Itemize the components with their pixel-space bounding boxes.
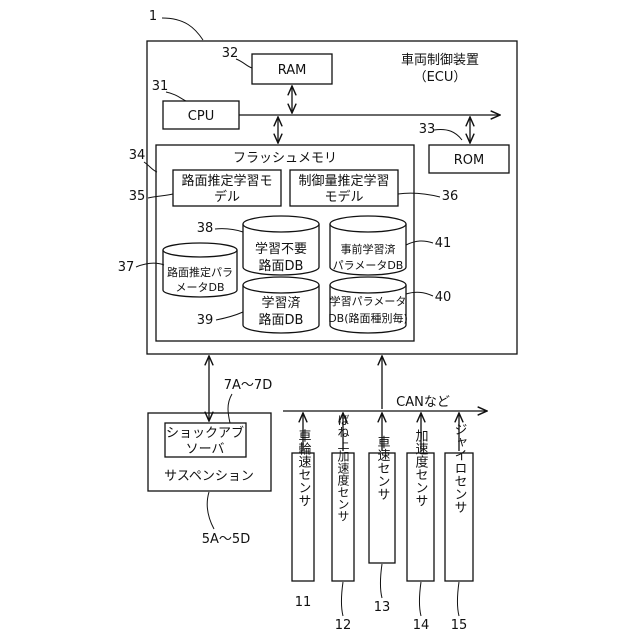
learned-db-label-2: 路面DB xyxy=(259,312,304,328)
sensor-sprung-acceleration: ばね上加速度センサ 12 xyxy=(332,413,354,633)
gyro-sensor-label: ジャイロセンサ xyxy=(452,423,468,514)
wheel-speed-sensor-label: 車輪速センサ xyxy=(296,429,312,507)
ref-accel-sensor: 14 xyxy=(413,618,430,633)
ecu-title-abbrev: （ECU） xyxy=(414,70,467,85)
sensor-acceleration: 加速度センサ 14 xyxy=(407,413,434,633)
suspension-label: サスペンション xyxy=(164,469,254,484)
ref-wheel-speed-sensor: 11 xyxy=(295,595,312,610)
ref-shock-absorber: 7A～7D xyxy=(224,378,272,393)
ref-rom: 33 xyxy=(419,122,436,137)
ref-vehicle-speed-sensor: 13 xyxy=(374,600,391,615)
sensor-vehicle-speed: 車速センサ 13 xyxy=(369,413,395,615)
road-param-db-cylinder: 路面推定パラ メータDB xyxy=(163,243,237,297)
sensor-wheel-speed: 車輪速センサ 11 xyxy=(292,413,314,610)
ref-learned-db: 39 xyxy=(197,313,214,328)
cpu-label: CPU xyxy=(188,109,214,124)
road-param-db-label-2: メータDB xyxy=(175,281,224,294)
ref-learned-param-db: 40 xyxy=(435,290,452,305)
leader-gyro-sensor xyxy=(458,582,460,616)
ref-control-model: 36 xyxy=(442,189,459,204)
can-bus-label: CANなど xyxy=(396,395,450,410)
sprung-accel-sensor-label: ばね上加速度センサ xyxy=(336,414,350,522)
ref-unneeded-db: 38 xyxy=(197,221,214,236)
road-model-label-2: デル xyxy=(214,189,240,205)
learned-road-db-cylinder: 学習済 路面DB xyxy=(243,277,319,333)
pre-learned-param-db-cylinder: 事前学習済 パラメータDB xyxy=(330,216,406,275)
ref-sprung-accel-sensor: 12 xyxy=(335,618,352,633)
learned-db-label-1: 学習済 xyxy=(261,295,300,311)
accel-sensor-label: 加速度センサ xyxy=(413,429,429,507)
leader-ecu xyxy=(162,18,203,40)
ram-label: RAM xyxy=(278,63,307,78)
flash-label: フラッシュメモリ xyxy=(233,151,337,166)
ref-gyro-sensor: 15 xyxy=(451,618,468,633)
ref-suspension: 5A～5D xyxy=(202,532,250,547)
ecu-title: 車両制御装置 xyxy=(401,53,479,68)
learned-param-db-label-1: 学習パラメータ xyxy=(330,294,407,308)
ref-ecu: 1 xyxy=(149,9,157,24)
ref-flash: 34 xyxy=(129,148,146,163)
sensor-gyro: ジャイロセンサ 15 xyxy=(445,413,473,633)
unneeded-road-db-cylinder: 学習不要 路面DB xyxy=(243,216,319,275)
leader-suspension xyxy=(207,492,214,529)
road-model-label-1: 路面推定学習モ xyxy=(181,173,272,189)
absorber-label-2: ソーバ xyxy=(186,442,225,457)
vehicle-speed-sensor-label: 車速センサ xyxy=(375,436,391,501)
leader-accel-sensor xyxy=(420,582,422,616)
control-model-label-2: モデル xyxy=(324,189,363,205)
ref-cpu: 31 xyxy=(152,79,169,94)
ref-road-model: 35 xyxy=(129,189,146,204)
unneeded-db-label-1: 学習不要 xyxy=(255,241,307,257)
pre-learned-db-label-2: パラメータDB xyxy=(333,259,404,272)
rom-label: ROM xyxy=(454,153,484,168)
ref-ram: 32 xyxy=(222,46,239,61)
learned-param-db-label-2: DB(路面種別毎) xyxy=(328,311,408,325)
learned-param-db-cylinder: 学習パラメータ DB(路面種別毎) xyxy=(328,277,408,333)
leader-sprung-accel-sensor xyxy=(342,582,344,616)
road-param-db-label-1: 路面推定パラ xyxy=(167,265,233,279)
absorber-label-1: ショックアブ xyxy=(166,425,244,441)
pre-learned-db-label-1: 事前学習済 xyxy=(341,242,396,256)
ref-road-param-db: 37 xyxy=(118,260,135,275)
leader-vehicle-speed-sensor xyxy=(381,564,383,598)
control-model-label-1: 制御量推定学習 xyxy=(298,173,389,189)
ref-pre-learned-db: 41 xyxy=(435,236,452,251)
unneeded-db-label-2: 路面DB xyxy=(259,258,304,274)
